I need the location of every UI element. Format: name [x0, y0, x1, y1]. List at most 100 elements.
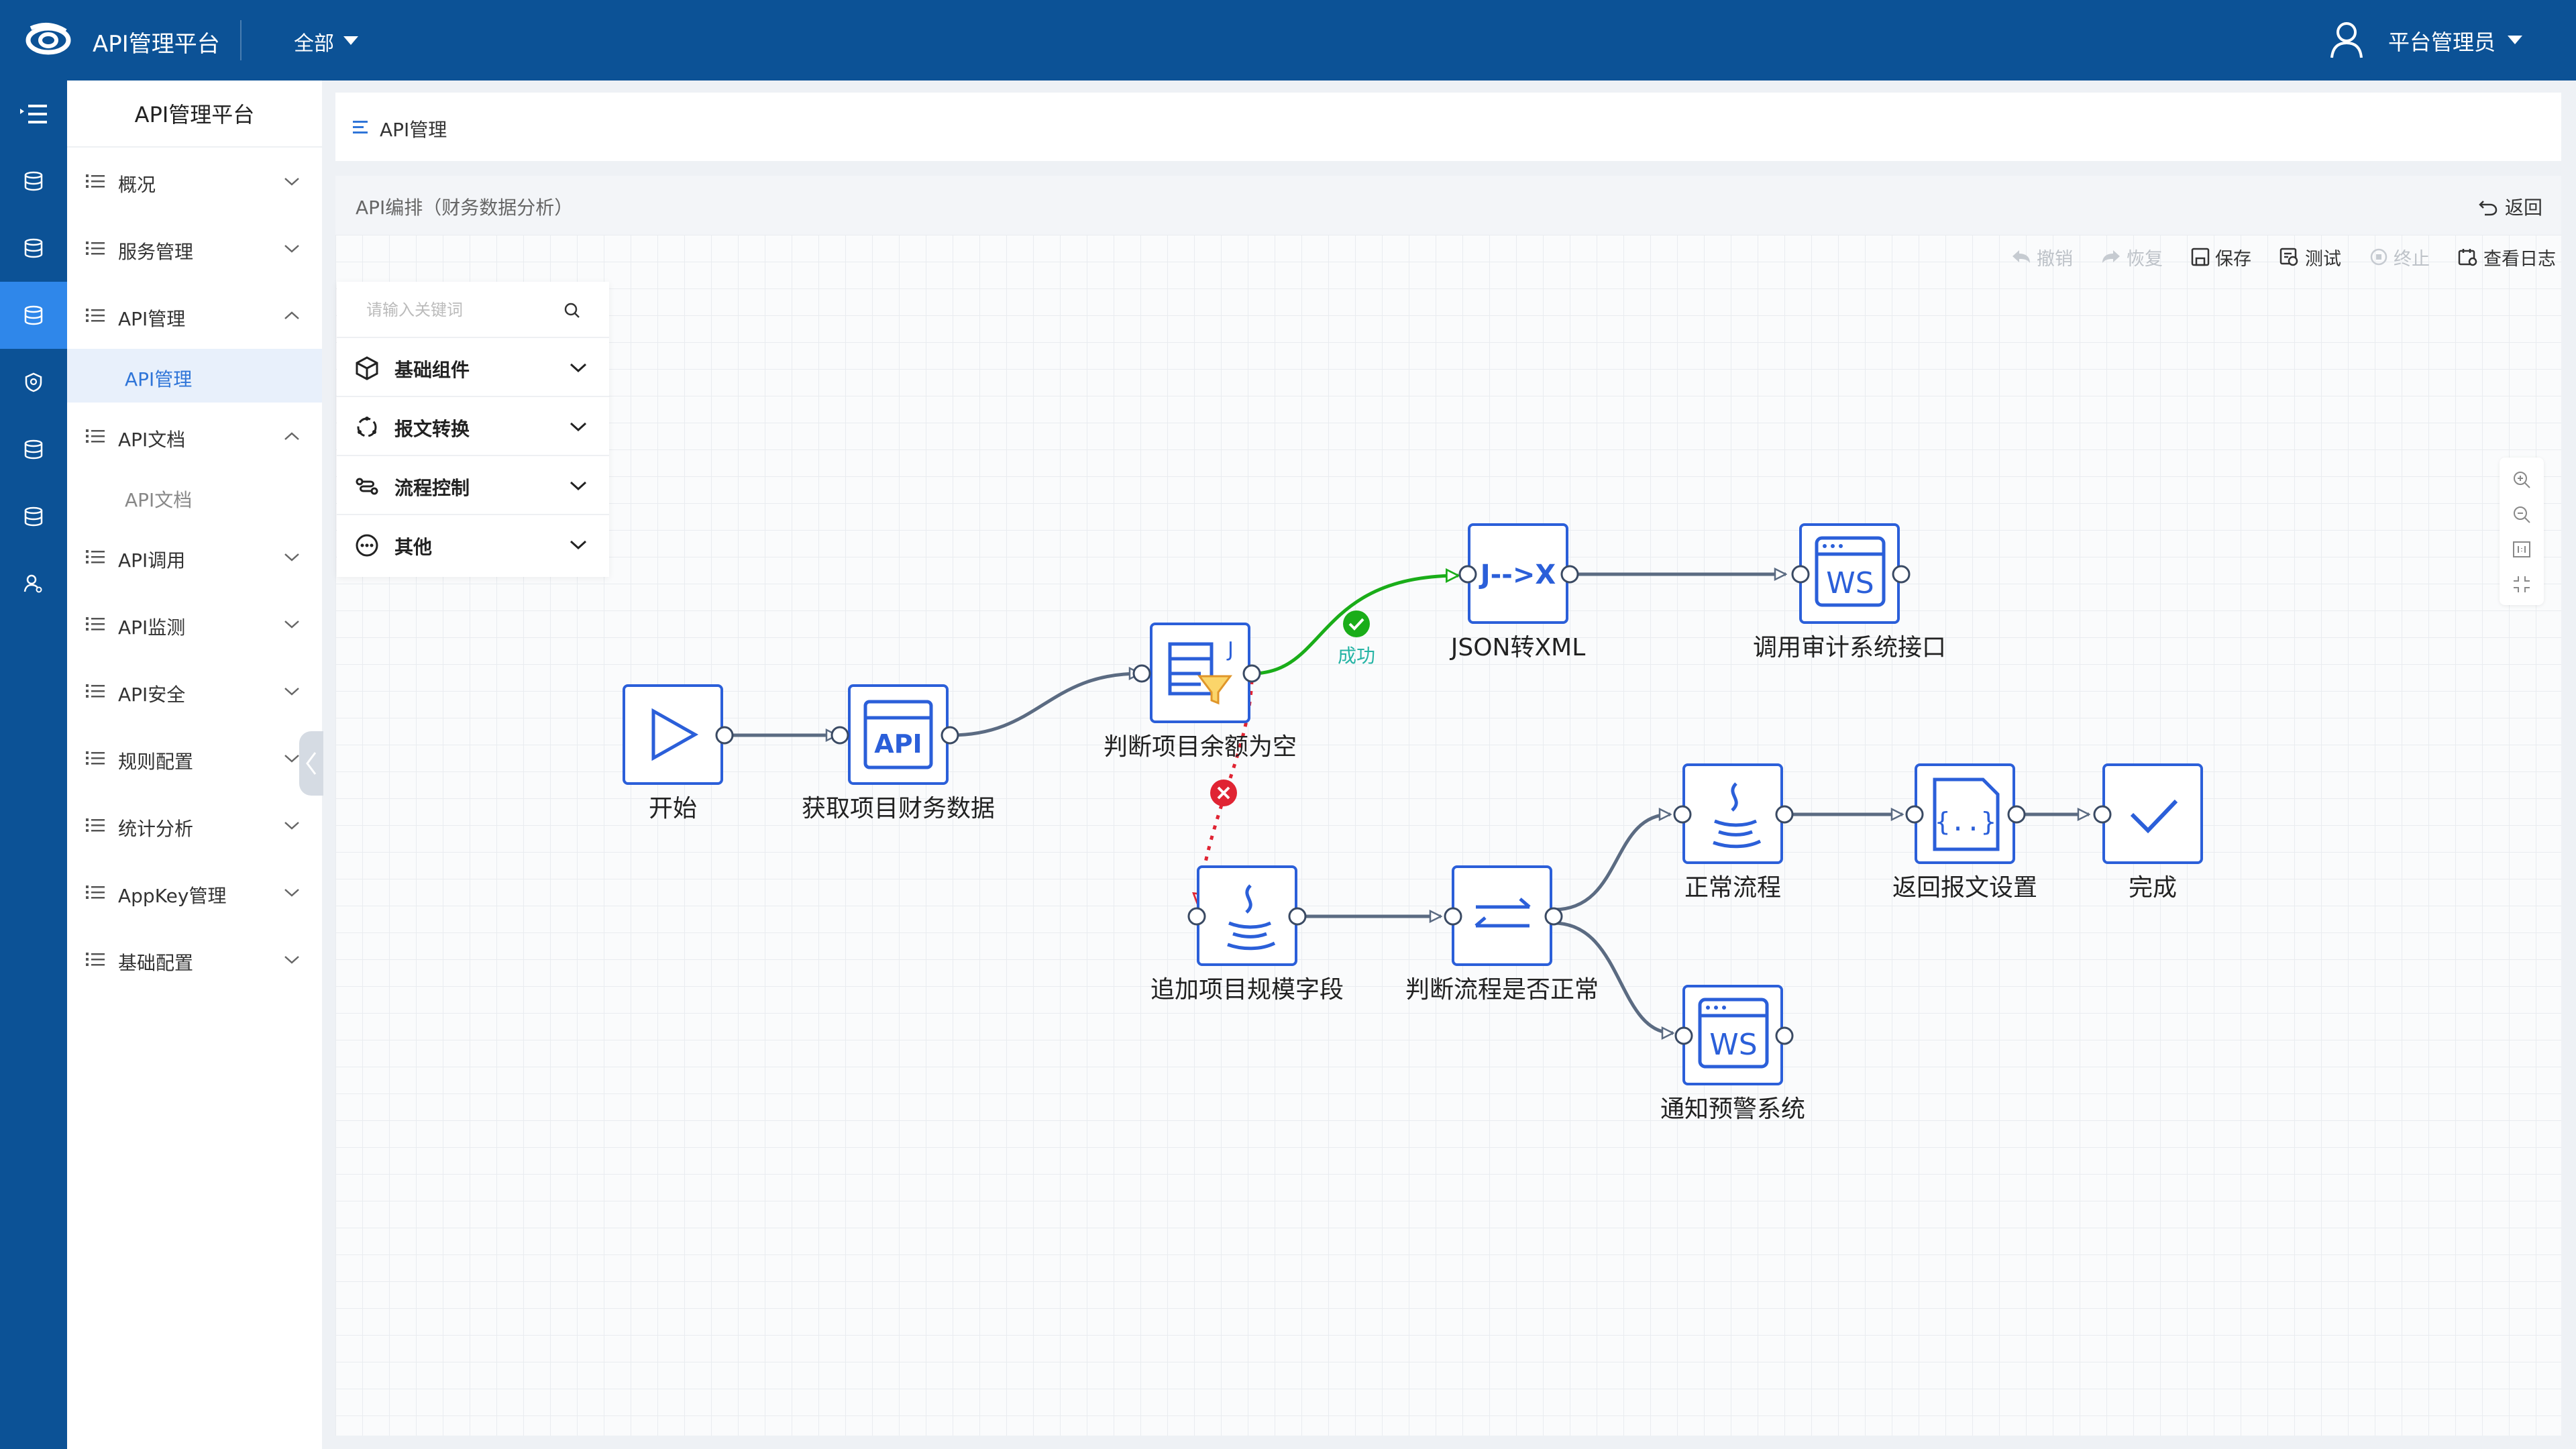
chevron-down-icon — [284, 245, 299, 253]
test-button[interactable]: 测试 — [2279, 244, 2341, 270]
node-audit-target[interactable] — [1801, 525, 1898, 623]
user-icon[interactable] — [2328, 20, 2365, 60]
sidebar-item-api-security[interactable]: API安全 — [67, 657, 322, 724]
sidebar-item-overview[interactable]: 概况 — [67, 148, 322, 215]
database-icon — [24, 238, 43, 258]
sidebar-item-stats[interactable]: 统计分析 — [67, 792, 322, 859]
actual-size-icon[interactable] — [2512, 539, 2532, 559]
chevron-down-icon — [284, 688, 299, 696]
node-json-xml-target[interactable] — [1469, 525, 1567, 623]
editor-toolbar: 撤销 恢复 保存 测试 终止 查看日志 — [1892, 240, 2556, 274]
sidebar-item-api-management[interactable]: API管理 — [67, 282, 322, 349]
node-label-append: 追加项目规模字段 — [1150, 976, 1344, 1004]
menu-fold-icon[interactable] — [352, 118, 372, 137]
sidebar-item-appkey[interactable]: AppKey管理 — [67, 859, 322, 926]
node-notify-target[interactable] — [1684, 986, 1782, 1084]
node-done-target[interactable] — [2104, 765, 2202, 863]
rail-item-db3[interactable] — [0, 416, 67, 483]
user-name[interactable]: 平台管理员 — [2388, 30, 2496, 55]
sidebar-subitem-label: API文档 — [125, 489, 193, 511]
sync-icon — [357, 417, 377, 437]
node-label-audit: 调用审计系统接口 — [1752, 634, 1947, 661]
node-judge-normal-target[interactable] — [1453, 867, 1551, 965]
palette-group-transform[interactable]: 报文转换 — [337, 397, 609, 456]
zoom-controls — [2500, 458, 2544, 605]
back-label: 返回 — [2504, 197, 2542, 219]
node-start-target[interactable] — [624, 686, 722, 784]
fit-view-icon[interactable] — [2512, 574, 2532, 594]
menu-toggle-icon — [20, 105, 47, 123]
sidebar-item-rules[interactable]: 规则配置 — [67, 724, 322, 792]
node-label-json-xml: JSON转XML — [1450, 634, 1586, 661]
save-icon — [2191, 248, 2210, 266]
zoom-in-icon[interactable] — [2512, 470, 2532, 490]
more-icon — [356, 534, 378, 557]
node-append-target[interactable] — [1198, 867, 1296, 965]
sidebar-title: API管理平台 — [67, 80, 322, 148]
palette-group-label: 报文转换 — [394, 418, 470, 440]
view-log-button[interactable]: 查看日志 — [2458, 244, 2556, 270]
undo-button[interactable]: 撤销 — [2011, 244, 2073, 270]
topbar-divider — [240, 20, 241, 60]
node-return-target[interactable] — [1916, 765, 2014, 863]
sidebar-collapse-handle[interactable] — [299, 731, 323, 796]
rail-item-api[interactable] — [0, 282, 67, 349]
palette-group-other[interactable]: 其他 — [337, 515, 609, 574]
undo-icon — [2012, 250, 2030, 263]
sidebar-subitem-api-management[interactable]: API管理 — [67, 349, 322, 402]
rail-item-users[interactable] — [0, 550, 67, 617]
node-normal-target[interactable] — [1684, 765, 1782, 863]
icon-rail — [0, 80, 67, 1449]
database-icon — [24, 506, 43, 527]
back-button[interactable]: 返回 — [2478, 193, 2542, 220]
list-icon — [86, 751, 105, 765]
undo-label: 撤销 — [2037, 248, 2073, 270]
rail-item-overview[interactable] — [0, 148, 67, 215]
sidebar-item-label: 服务管理 — [118, 241, 194, 263]
component-palette: 基础组件 报文转换 流程控制 其他 — [337, 282, 609, 577]
sidebar-item-label: 统计分析 — [118, 818, 194, 840]
zoom-out-icon[interactable] — [2512, 504, 2532, 525]
redo-button[interactable]: 恢复 — [2101, 244, 2163, 270]
rail-menu-toggle[interactable] — [0, 80, 67, 148]
sidebar-item-label: 基础配置 — [118, 952, 194, 974]
database-icon — [24, 439, 43, 460]
back-arrow-icon — [2479, 201, 2498, 216]
flow-canvas[interactable] — [335, 235, 2561, 1436]
sidebar-item-label: API管理 — [118, 308, 186, 330]
list-icon — [86, 241, 105, 255]
search-icon[interactable] — [562, 301, 582, 321]
sidebar-item-label: 规则配置 — [118, 751, 194, 773]
sidebar-item-label: API调用 — [118, 549, 186, 572]
sidebar-item-api-call[interactable]: API调用 — [67, 523, 322, 590]
sidebar-item-service[interactable]: 服务管理 — [67, 215, 322, 282]
sidebar-item-base-config[interactable]: 基础配置 — [67, 926, 322, 993]
chevron-down-icon — [570, 422, 587, 432]
palette-group-label: 其他 — [394, 536, 433, 558]
rail-item-service[interactable] — [0, 215, 67, 282]
editor-title: API编排（财务数据分析） — [356, 197, 574, 219]
stop-button[interactable]: 终止 — [2369, 244, 2430, 270]
list-icon — [86, 309, 105, 322]
rail-item-shield[interactable] — [0, 349, 67, 416]
node-fetch-target[interactable] — [849, 686, 947, 784]
view-log-label: 查看日志 — [2483, 248, 2556, 270]
node-judge-empty-target[interactable] — [1151, 624, 1249, 722]
palette-search-input[interactable] — [366, 297, 554, 323]
palette-group-basic[interactable]: 基础组件 — [337, 338, 609, 397]
palette-group-flow-control[interactable]: 流程控制 — [337, 456, 609, 515]
sidebar-item-api-monitor[interactable]: API监测 — [67, 590, 322, 657]
node-label-fetch: 获取项目财务数据 — [801, 795, 996, 822]
chevron-down-icon — [284, 755, 299, 763]
save-label: 保存 — [2215, 248, 2251, 270]
list-icon — [86, 684, 105, 698]
rail-item-db4[interactable] — [0, 483, 67, 550]
scope-select[interactable]: 全部 — [294, 32, 334, 56]
scope-caret-icon[interactable] — [343, 36, 358, 45]
chevron-down-icon — [570, 540, 587, 550]
sidebar-item-api-docs[interactable]: API文档 — [67, 402, 322, 470]
top-bar: API管理平台 全部 平台管理员 — [0, 0, 2576, 80]
sidebar-subitem-api-docs[interactable]: API文档 — [67, 470, 322, 523]
user-caret-icon[interactable] — [2508, 36, 2522, 44]
save-button[interactable]: 保存 — [2191, 244, 2251, 270]
